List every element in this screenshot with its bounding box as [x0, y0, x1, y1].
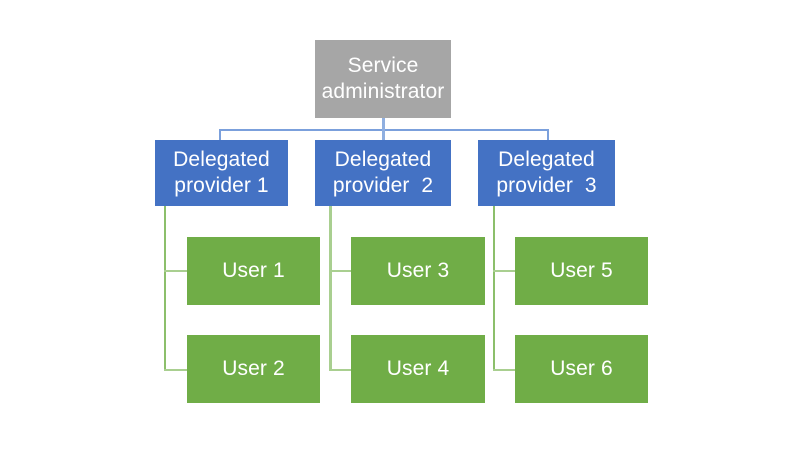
node-delegated-provider-2[interactable]: Delegated provider 2 [315, 140, 451, 206]
connector-spine-provider-2 [329, 206, 332, 371]
connector-spine-provider-1 [164, 206, 166, 371]
connector-stub-user-3 [329, 270, 352, 272]
connector-stub-user-2 [164, 369, 188, 371]
node-user-5[interactable]: User 5 [515, 237, 648, 305]
connector-stub-user-1 [164, 270, 188, 272]
node-delegated-provider-3[interactable]: Delegated provider 3 [478, 140, 615, 206]
node-service-administrator[interactable]: Service administrator [315, 40, 451, 118]
node-user-2[interactable]: User 2 [187, 335, 320, 403]
connector-spine-provider-3 [493, 206, 495, 371]
connector-stub-user-5 [493, 270, 516, 272]
connector-root-stem [382, 118, 385, 131]
connector-stub-user-4 [329, 369, 352, 371]
connector-stub-user-6 [493, 369, 516, 371]
node-delegated-provider-1[interactable]: Delegated provider 1 [155, 140, 288, 206]
connector-drop-provider-1 [219, 129, 221, 141]
node-user-6[interactable]: User 6 [515, 335, 648, 403]
node-user-1[interactable]: User 1 [187, 237, 320, 305]
connector-drop-provider-3 [547, 129, 549, 141]
node-user-3[interactable]: User 3 [351, 237, 485, 305]
node-user-4[interactable]: User 4 [351, 335, 485, 403]
connector-drop-provider-2 [382, 129, 385, 141]
